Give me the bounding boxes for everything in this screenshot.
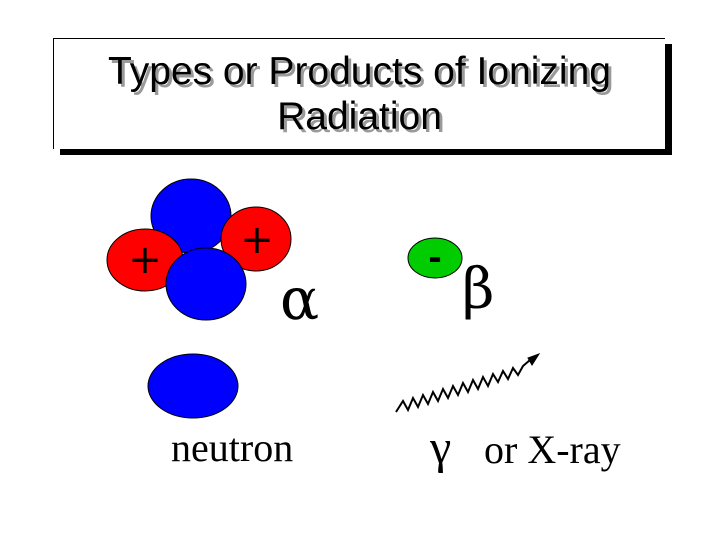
title-line-2: Radiation — [277, 95, 442, 138]
alpha-particle-icon: + + — [106, 178, 292, 321]
proton-sphere-right — [220, 206, 292, 272]
proton-sign-left: + — [128, 237, 162, 283]
neutron-sphere-bottom — [165, 247, 247, 321]
gamma-wave-arrowhead — [527, 353, 541, 366]
electron-sign: - — [428, 235, 441, 279]
electron-sphere — [407, 237, 463, 279]
gamma-label: or X-ray — [484, 427, 621, 472]
title-line-1: Types or Products of Ionizing — [108, 50, 611, 93]
electron-icon: - — [407, 235, 463, 279]
gamma-wave-icon — [395, 353, 541, 413]
neutron-icon — [147, 353, 239, 419]
alpha-symbol: α — [280, 265, 320, 333]
gamma-symbol: γ — [430, 421, 452, 474]
proton-sign-right: + — [240, 217, 274, 263]
slide-title: Types or Products of Ionizing Radiation — [108, 49, 611, 139]
title-box: Types or Products of Ionizing Radiation — [53, 38, 665, 149]
beta-symbol: β — [462, 257, 495, 322]
neutron-label: neutron — [171, 425, 294, 470]
